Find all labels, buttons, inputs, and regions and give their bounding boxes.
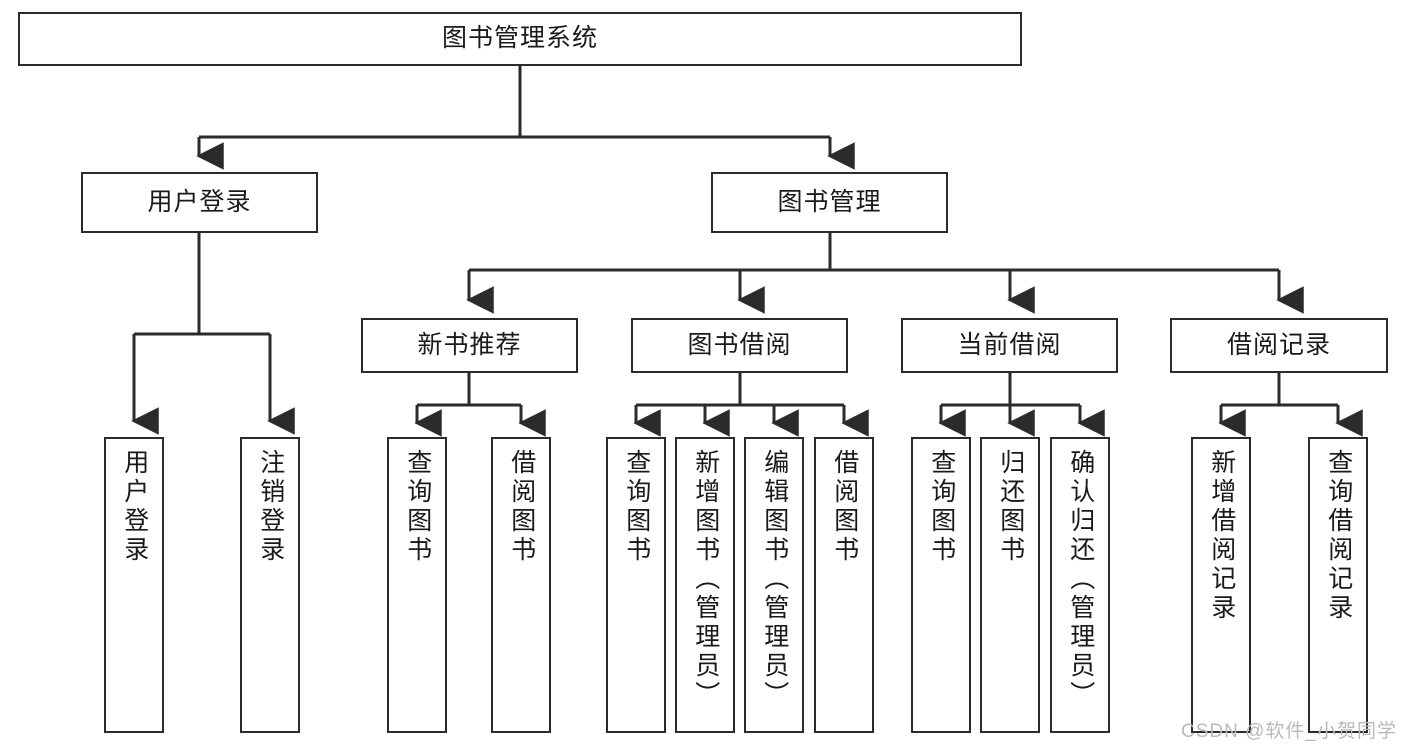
node-label: 注销登录 [256, 449, 285, 565]
node-book-management[interactable]: 图书管理 [711, 172, 948, 233]
node-label: 借阅图书 [507, 449, 536, 565]
node-label: 新增借阅记录 [1207, 449, 1236, 623]
node-borrow-record[interactable]: 借阅记录 [1170, 318, 1388, 373]
node-label: 确认归还（管理员） [1066, 449, 1095, 710]
node-new-book-recommend[interactable]: 新书推荐 [361, 318, 578, 373]
node-root-system[interactable]: 图书管理系统 [18, 12, 1022, 66]
leaf-user-login-logout[interactable]: 注销登录 [240, 437, 300, 733]
leaf-current-confirm-return[interactable]: 确认归还（管理员） [1050, 437, 1110, 733]
node-label: 用户登录 [147, 187, 252, 216]
node-label: 归还图书 [996, 449, 1025, 565]
node-label: 图书借阅 [687, 330, 792, 359]
node-label: 借阅图书 [830, 449, 859, 565]
node-user-login[interactable]: 用户登录 [81, 172, 318, 233]
leaf-new-book-query[interactable]: 查询图书 [387, 437, 447, 733]
node-label: 当前借阅 [957, 330, 1062, 359]
leaf-new-book-borrow[interactable]: 借阅图书 [491, 437, 551, 733]
node-label: 新增图书（管理员） [691, 449, 720, 710]
node-label: 查询图书 [927, 449, 956, 565]
node-current-borrow[interactable]: 当前借阅 [901, 318, 1118, 373]
node-label: 借阅记录 [1226, 330, 1331, 359]
leaf-borrow-borrow-book[interactable]: 借阅图书 [814, 437, 874, 733]
node-book-borrow[interactable]: 图书借阅 [631, 318, 848, 373]
node-label: 查询图书 [622, 449, 651, 565]
leaf-borrow-query-book[interactable]: 查询图书 [606, 437, 666, 733]
leaf-current-query-book[interactable]: 查询图书 [911, 437, 971, 733]
node-label: 编辑图书（管理员） [760, 449, 789, 710]
leaf-user-login-login[interactable]: 用户登录 [104, 437, 164, 733]
node-label: 用户登录 [120, 449, 149, 565]
node-label: 查询借阅记录 [1324, 449, 1353, 623]
watermark-text: CSDN @软件_小贺同学 [1181, 721, 1397, 742]
node-label: 查询图书 [403, 449, 432, 565]
node-label: 图书管理系统 [441, 24, 598, 53]
node-label: 新书推荐 [417, 330, 522, 359]
leaf-current-return-book[interactable]: 归还图书 [980, 437, 1040, 733]
leaf-record-add[interactable]: 新增借阅记录 [1191, 437, 1251, 733]
leaf-record-query[interactable]: 查询借阅记录 [1308, 437, 1368, 733]
leaf-borrow-add-book[interactable]: 新增图书（管理员） [675, 437, 735, 733]
node-label: 图书管理 [777, 187, 882, 216]
leaf-borrow-edit-book[interactable]: 编辑图书（管理员） [744, 437, 804, 733]
